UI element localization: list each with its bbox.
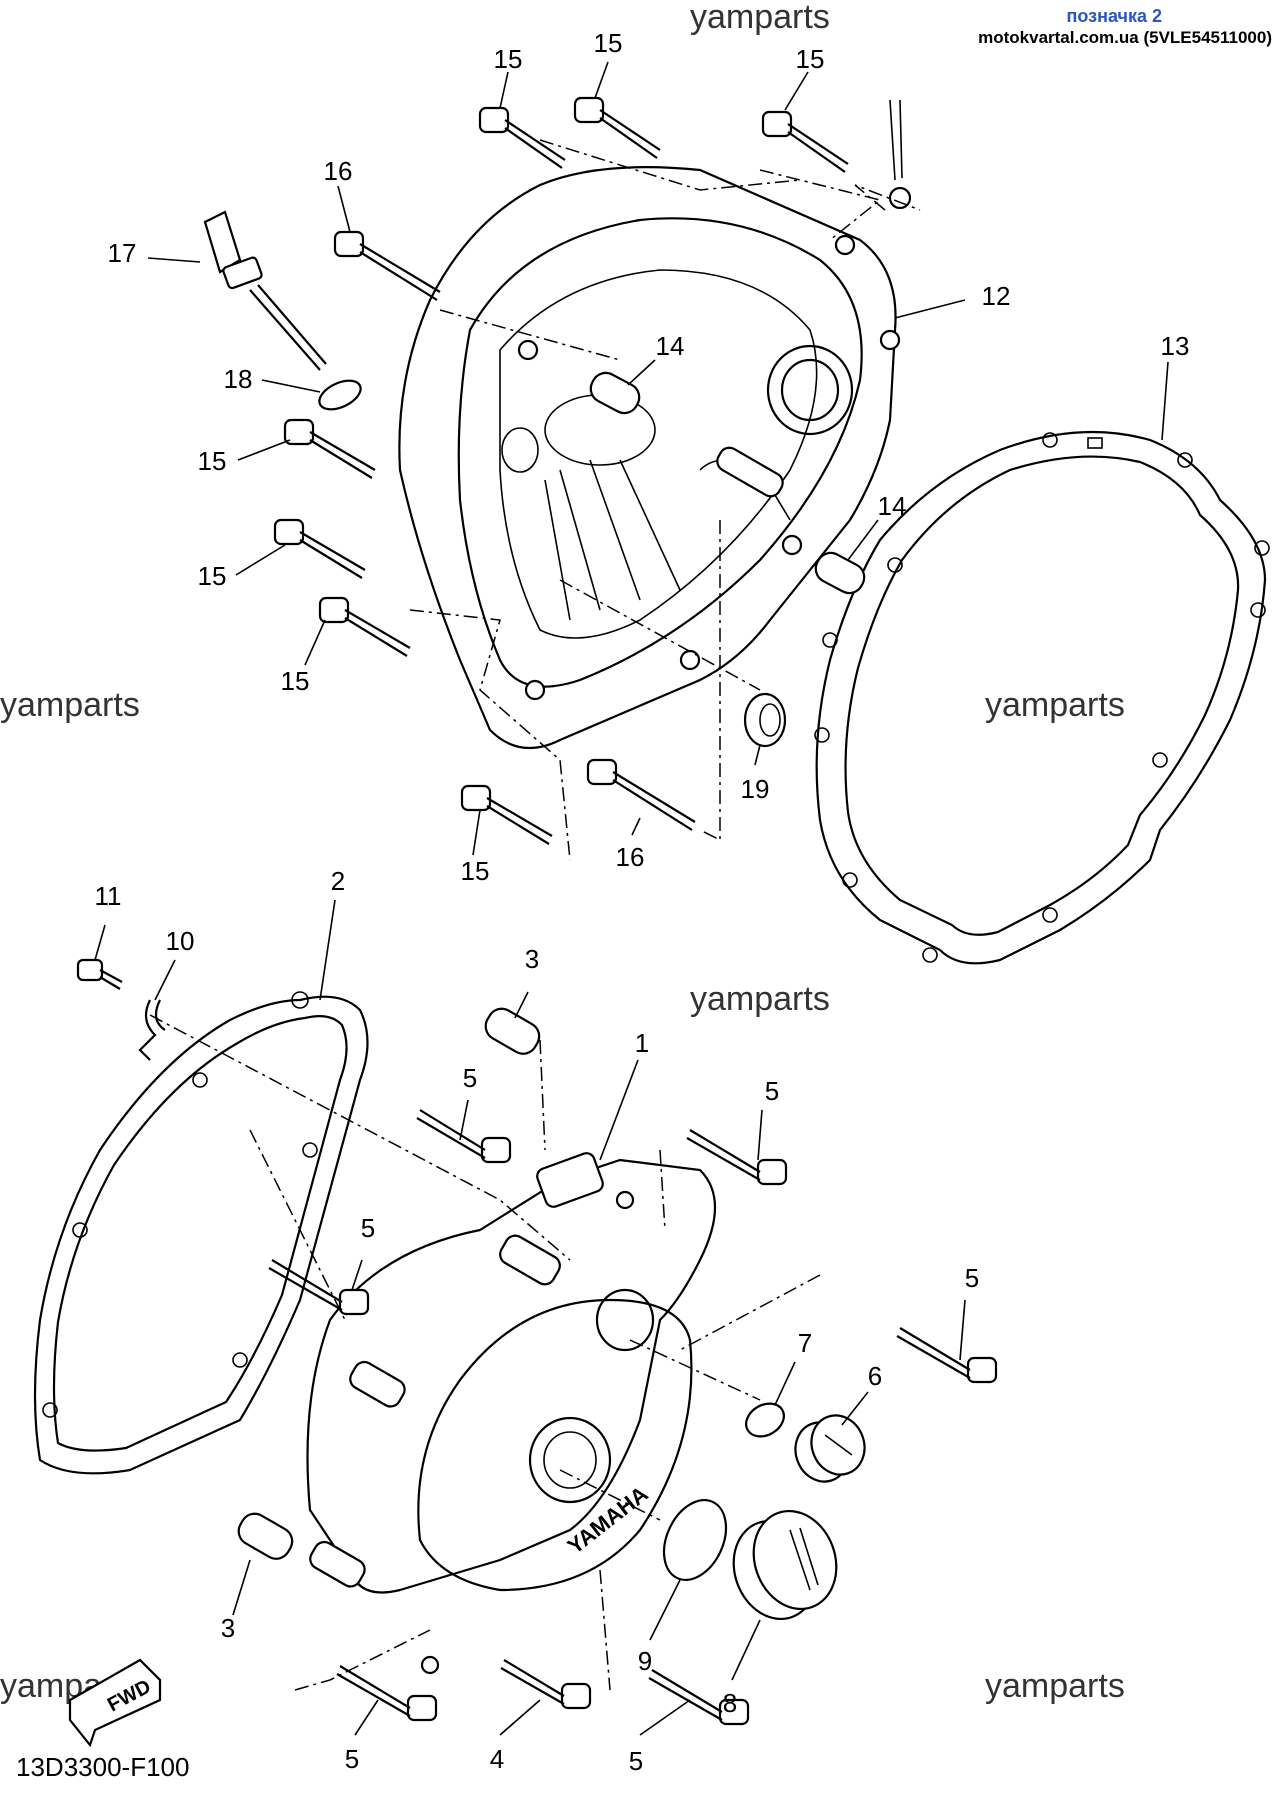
bolt-15-d xyxy=(283,418,376,479)
gasket-13 xyxy=(814,430,1270,965)
clip-10 xyxy=(138,999,166,1061)
bolt-15-e xyxy=(273,518,366,579)
watermark-left: yamparts xyxy=(0,686,140,724)
label-part-15-d: 15 xyxy=(198,446,227,476)
label-part-5-d: 5 xyxy=(965,1263,979,1293)
label-part-4: 4 xyxy=(490,1744,504,1774)
bolt-11 xyxy=(76,958,123,990)
label-leaders xyxy=(94,61,1169,1736)
oil-level-gauge-17 xyxy=(203,210,327,371)
bolt-5-c xyxy=(268,1259,370,1316)
label-part-16-b: 16 xyxy=(616,842,645,872)
label-part-8: 8 xyxy=(723,1688,737,1718)
label-part-15-b: 15 xyxy=(594,28,623,58)
label-part-5-a: 5 xyxy=(463,1063,477,1093)
watermark-middle: yamparts xyxy=(690,980,830,1018)
bolt-15-b xyxy=(573,96,661,159)
label-part-7: 7 xyxy=(798,1328,812,1358)
label-part-17: 17 xyxy=(108,238,137,268)
label-part-2: 2 xyxy=(331,866,345,896)
bolt-5-d xyxy=(896,1327,998,1384)
bolt-5-f xyxy=(648,1669,750,1726)
plug-6 xyxy=(794,1414,866,1483)
label-part-5-b: 5 xyxy=(765,1076,779,1106)
o-ring-7 xyxy=(745,1402,785,1438)
label-part-18: 18 xyxy=(224,364,253,394)
bolt-5-b xyxy=(686,1129,788,1186)
label-part-15-a: 15 xyxy=(494,44,523,74)
label-part-13: 13 xyxy=(1161,331,1190,361)
label-part-12: 12 xyxy=(982,281,1011,311)
label-part-1: 1 xyxy=(635,1028,649,1058)
bolt-15-c xyxy=(761,110,849,173)
o-ring-9 xyxy=(662,1499,728,1581)
label-part-5-e: 5 xyxy=(345,1744,359,1774)
bolt-15-f xyxy=(318,596,411,657)
label-part-6: 6 xyxy=(868,1361,882,1391)
cable-clamp xyxy=(854,99,921,211)
o-ring-18 xyxy=(318,379,362,411)
label-part-5-f: 5 xyxy=(629,1746,643,1776)
bolt-16-a xyxy=(333,230,441,301)
gasket-2 xyxy=(33,991,369,1475)
label-part-15-c: 15 xyxy=(796,44,825,74)
label-part-3-b: 3 xyxy=(221,1613,235,1643)
label-part-14-b: 14 xyxy=(878,491,907,521)
label-part-9: 9 xyxy=(638,1646,652,1676)
watermark-bottom-right: yamparts xyxy=(985,1667,1125,1705)
bolt-5-e xyxy=(336,1665,438,1722)
dowel-14-b xyxy=(814,551,866,595)
label-part-15-g: 15 xyxy=(461,856,490,886)
bolt-15-g xyxy=(460,784,553,845)
bolt-16-b xyxy=(586,758,696,831)
bolt-4 xyxy=(500,1659,592,1710)
label-part-15-e: 15 xyxy=(198,561,227,591)
header-badge: позначка 2 xyxy=(1066,6,1163,26)
diagram-code: 13D3300-F100 xyxy=(16,1752,190,1782)
label-part-10: 10 xyxy=(166,926,195,956)
crankcase-cover-12 xyxy=(398,166,901,750)
cover-brand-text: YAMAHA xyxy=(563,1481,653,1559)
fwd-direction-arrow: FWD xyxy=(68,1658,162,1748)
watermark-right: yamparts xyxy=(985,686,1125,724)
dowel-14-a xyxy=(589,371,641,415)
label-part-16-a: 16 xyxy=(324,156,353,186)
label-part-14-a: 14 xyxy=(656,331,685,361)
bolt-5-a xyxy=(416,1109,512,1164)
oil-seal-19 xyxy=(743,692,787,748)
dowel-3-a xyxy=(484,1007,541,1055)
label-part-19: 19 xyxy=(741,774,770,804)
header-reference: motokvartal.com.ua (5VLE54511000) xyxy=(978,28,1272,47)
bolt-15-a xyxy=(478,106,566,169)
label-part-5-c: 5 xyxy=(361,1213,375,1243)
crankcase-cover-1 xyxy=(306,1152,716,1675)
watermark-top: yamparts xyxy=(690,0,830,36)
label-part-15-f: 15 xyxy=(281,666,310,696)
label-part-3-a: 3 xyxy=(525,944,539,974)
plug-8 xyxy=(732,1509,838,1621)
dowel-3-b xyxy=(237,1512,294,1560)
label-part-11: 11 xyxy=(95,881,122,911)
